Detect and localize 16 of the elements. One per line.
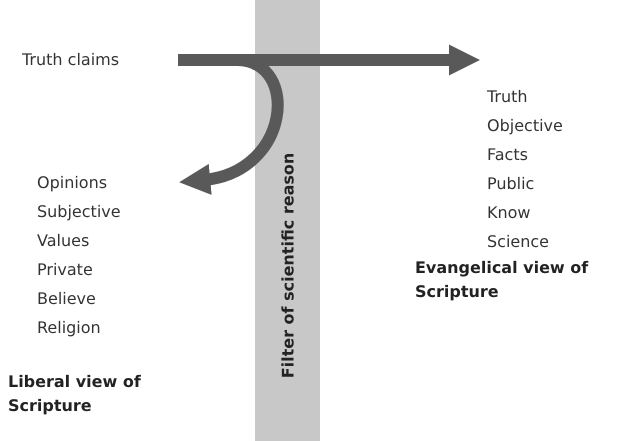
list-item: Subjective xyxy=(37,201,122,223)
list-item: Public xyxy=(487,173,536,195)
list-item: Objective xyxy=(487,115,564,137)
list-item: Private xyxy=(37,259,94,281)
list-item: Know xyxy=(487,202,532,224)
node-label: Truth claims xyxy=(22,49,120,71)
list-item: Believe xyxy=(37,288,97,310)
group-heading: Evangelical view of Scripture xyxy=(415,257,590,303)
list-item: Religion xyxy=(37,317,102,339)
band-label: Filter of scientific reason xyxy=(278,152,297,378)
group-heading: Liberal view of Scripture xyxy=(8,371,142,417)
list-item: Science xyxy=(487,231,550,253)
list-item: Opinions xyxy=(37,172,108,194)
list-item: Facts xyxy=(487,144,529,166)
list-item: Truth xyxy=(487,86,529,108)
list-item: Values xyxy=(37,230,90,252)
